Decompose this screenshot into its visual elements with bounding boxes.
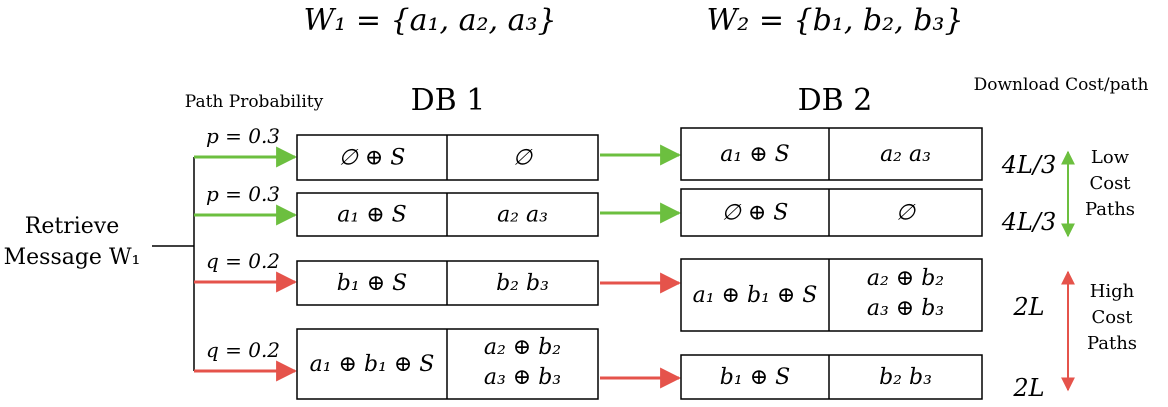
db1-query-right-path-4-line-2: a₃ ⊕ b₃ — [484, 365, 561, 390]
db1-query-right-path-2-line-1: a₂ a₃ — [497, 203, 548, 228]
db1-query-right-path-1-line-1: ∅ — [513, 146, 533, 171]
paths-layer: p = 0.3 ∅ ⊕ S ∅ a₁ ⊕ S a₂ a₃ 4L/3 p = 0.3 a₁ ⊕ … — [194, 124, 1056, 402]
db1-title: DB 1 — [411, 83, 486, 118]
high-cost-label-line1: High — [1090, 281, 1135, 302]
db2-query-left-path-2: ∅ ⊕ S — [722, 201, 789, 226]
probability-label-path-3: q = 0.2 — [206, 249, 280, 273]
probability-label-path-2: p = 0.3 — [206, 182, 280, 206]
probability-label-path-4: q = 0.2 — [206, 338, 280, 362]
low-cost-label-line1: Low — [1091, 147, 1130, 168]
download-cost-path-3: 2L — [1012, 293, 1044, 321]
db2-query-right-path-3-line-1: a₂ ⊕ b₂ — [867, 266, 944, 291]
low-cost-label-line3: Paths — [1085, 199, 1135, 220]
db2-box-path-3 — [680, 258, 983, 332]
db2-query-left-path-4: b₁ ⊕ S — [720, 365, 790, 390]
db1-query-left-path-1: ∅ ⊕ S — [339, 146, 406, 171]
db1-query-left-path-2: a₁ ⊕ S — [337, 203, 406, 228]
db2-box-path-2 — [680, 188, 983, 237]
set-w1-label: W₁ = {a₁, a₂, a₃} — [303, 3, 556, 38]
db2-query-left-path-1: a₁ ⊕ S — [720, 142, 789, 167]
low-cost-label-line2: Cost — [1089, 173, 1131, 194]
download-cost-header: Download Cost/path — [974, 75, 1149, 95]
db1-query-left-path-3: b₁ ⊕ S — [337, 271, 407, 296]
db2-box-path-4 — [680, 354, 983, 400]
db2-query-right-path-2-line-1: ∅ — [896, 201, 916, 226]
download-cost-path-4: 2L — [1012, 374, 1044, 402]
retrieve-label-line2: Message W₁ — [4, 245, 141, 270]
db2-title: DB 2 — [798, 83, 873, 118]
db1-query-right-path-4-line-1: a₂ ⊕ b₂ — [484, 335, 561, 360]
high-cost-label-line3: Paths — [1087, 333, 1137, 354]
high-cost-label-line2: Cost — [1091, 307, 1133, 328]
db2-box-path-1 — [680, 127, 983, 181]
db2-query-right-path-3-line-2: a₃ ⊕ b₃ — [867, 296, 944, 321]
db2-query-right-path-4-line-1: b₂ b₃ — [879, 365, 932, 390]
probability-label-path-1: p = 0.3 — [206, 124, 280, 148]
set-w2-label: W₂ = {b₁, b₂, b₃} — [706, 3, 963, 38]
retrieve-label-line1: Retrieve — [25, 214, 119, 239]
db1-query-left-path-4: a₁ ⊕ b₁ ⊕ S — [310, 352, 435, 377]
db2-query-right-path-1-line-1: a₂ a₃ — [880, 142, 931, 167]
path-probability-header: Path Probability — [185, 92, 324, 112]
db1-query-right-path-3-line-1: b₂ b₃ — [496, 271, 549, 296]
db2-query-left-path-3: a₁ ⊕ b₁ ⊕ S — [693, 283, 818, 308]
download-cost-path-1: 4L/3 — [1001, 151, 1057, 179]
download-cost-path-2: 4L/3 — [1001, 208, 1057, 236]
